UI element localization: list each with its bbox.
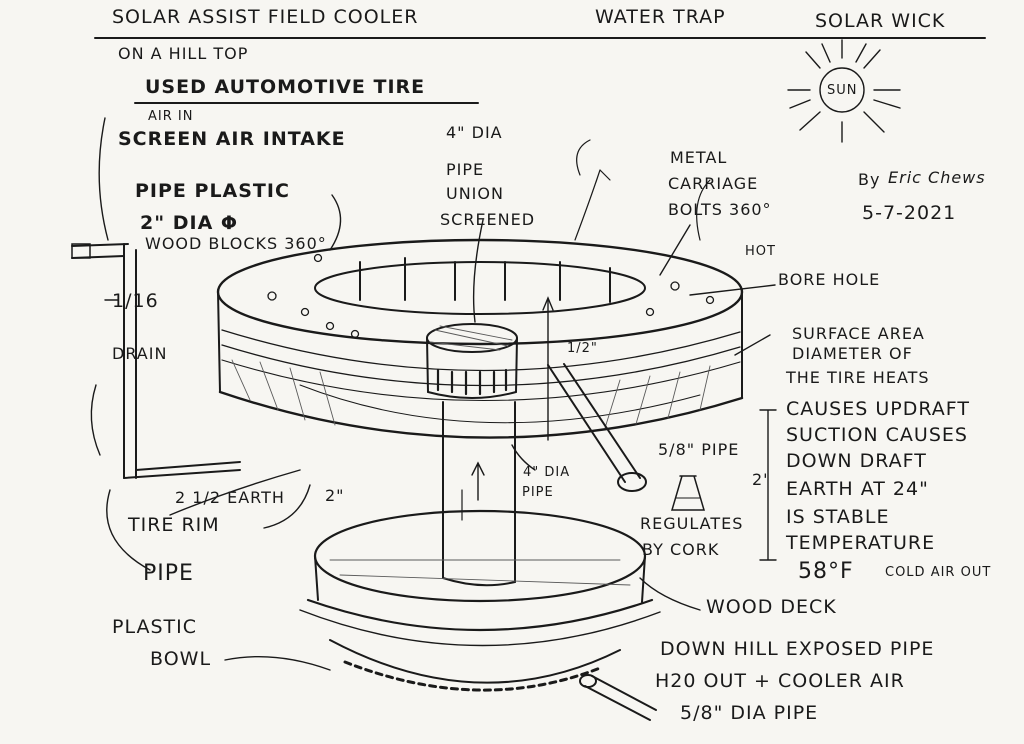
water-trap-label: WATER TRAP	[595, 6, 726, 28]
signature-date: 5-7-2021	[862, 202, 957, 224]
note-line: SURFACE AREA	[792, 324, 925, 343]
note-line: IS STABLE	[786, 506, 890, 528]
drain-label: DRAIN	[112, 344, 168, 363]
signature-name: Eric Chews	[888, 168, 986, 187]
bolts-label: BOLTS 360°	[668, 200, 772, 219]
metal-label: METAL	[670, 148, 728, 167]
cork-flask-icon	[670, 475, 706, 511]
lower-bowl	[299, 509, 661, 692]
hot-label: HOT	[745, 244, 776, 259]
subtitle-label: ON A HILL TOP	[118, 44, 249, 63]
cold-air-text: COLD AIR OUT	[885, 565, 992, 580]
dia-2-label: 2" DIA Φ	[140, 212, 239, 234]
note-line: EARTH AT 24"	[786, 478, 929, 500]
half-inch-label: 1/2"	[567, 341, 598, 356]
pipe-union-label: PIPE	[446, 160, 485, 179]
h2o-out-label: H20 OUT + COOLER AIR	[655, 670, 905, 692]
screen-air-intake-label: SCREEN AIR INTAKE	[118, 128, 346, 150]
used-tire-label: USED AUTOMOTIVE TIRE	[145, 76, 426, 98]
outflow-pipe	[579, 674, 657, 721]
note-line: DOWN DRAFT	[786, 450, 927, 472]
center-pipe	[442, 401, 516, 587]
pipe-plastic-label: PIPE PLASTIC	[135, 180, 290, 202]
air-intake-pipe	[71, 243, 241, 479]
heat-wisp-a	[574, 169, 611, 241]
union-label: UNION	[446, 184, 504, 203]
pipe-label: PIPE	[143, 561, 194, 586]
note-line: CAUSES UPDRAFT	[786, 398, 970, 420]
heat-wisp-b	[576, 139, 591, 176]
note-line: TEMPERATURE	[786, 532, 936, 554]
two-ft-label: 2'	[752, 470, 769, 489]
wood-deck-label: WOOD DECK	[706, 596, 837, 618]
sun-label: SUN	[827, 83, 858, 98]
wood-blocks-label: WOOD BLOCKS 360°	[145, 234, 327, 253]
sun-icon	[787, 39, 901, 143]
pipe-word-label: PIPE	[522, 485, 554, 500]
pipe-union-cap	[426, 323, 518, 399]
regulates-label: REGULATES	[640, 514, 744, 533]
two-half-earth-label: 2 1/2 EARTH	[175, 488, 285, 507]
dia-5-8-pipe-label: 5/8" DIA PIPE	[680, 702, 819, 724]
solar-wick-label: SOLAR WICK	[815, 10, 946, 32]
screened-label: SCREENED	[440, 210, 536, 229]
note-line: DIAMETER OF	[792, 344, 913, 363]
pipe-5-8-label: 5/8" PIPE	[658, 440, 740, 459]
bore-hole-label: BORE HOLE	[778, 270, 881, 289]
air-in-label: AIR IN	[148, 109, 194, 124]
dimension-2ft	[759, 409, 777, 561]
signature-by: By	[858, 170, 881, 189]
pipe-dia-4-label: 4" DIA	[446, 123, 503, 142]
note-line: THE TIRE HEATS	[786, 368, 930, 387]
by-cork-label: BY CORK	[642, 540, 720, 559]
heat-wisp-c	[696, 179, 711, 241]
page-title: SOLAR ASSIST FIELD COOLER	[112, 6, 419, 28]
dia-4-pipe-label: 4" DIA	[523, 465, 571, 480]
plastic-label: PLASTIC	[112, 616, 198, 638]
angled-drain-pipe	[542, 296, 647, 492]
carriage-label: CARRIAGE	[668, 174, 759, 193]
cold-air-temp: 58°F	[798, 559, 854, 584]
down-hill-label: DOWN HILL EXPOSED PIPE	[660, 638, 935, 660]
leader-lines	[90, 117, 776, 671]
tire-rim-label: TIRE RIM	[128, 514, 220, 536]
two-inch-label: 2"	[325, 486, 345, 505]
note-line: SUCTION CAUSES	[786, 424, 968, 446]
bowl-label: BOWL	[150, 648, 212, 670]
drain-fraction-label: 1/16	[112, 290, 159, 312]
